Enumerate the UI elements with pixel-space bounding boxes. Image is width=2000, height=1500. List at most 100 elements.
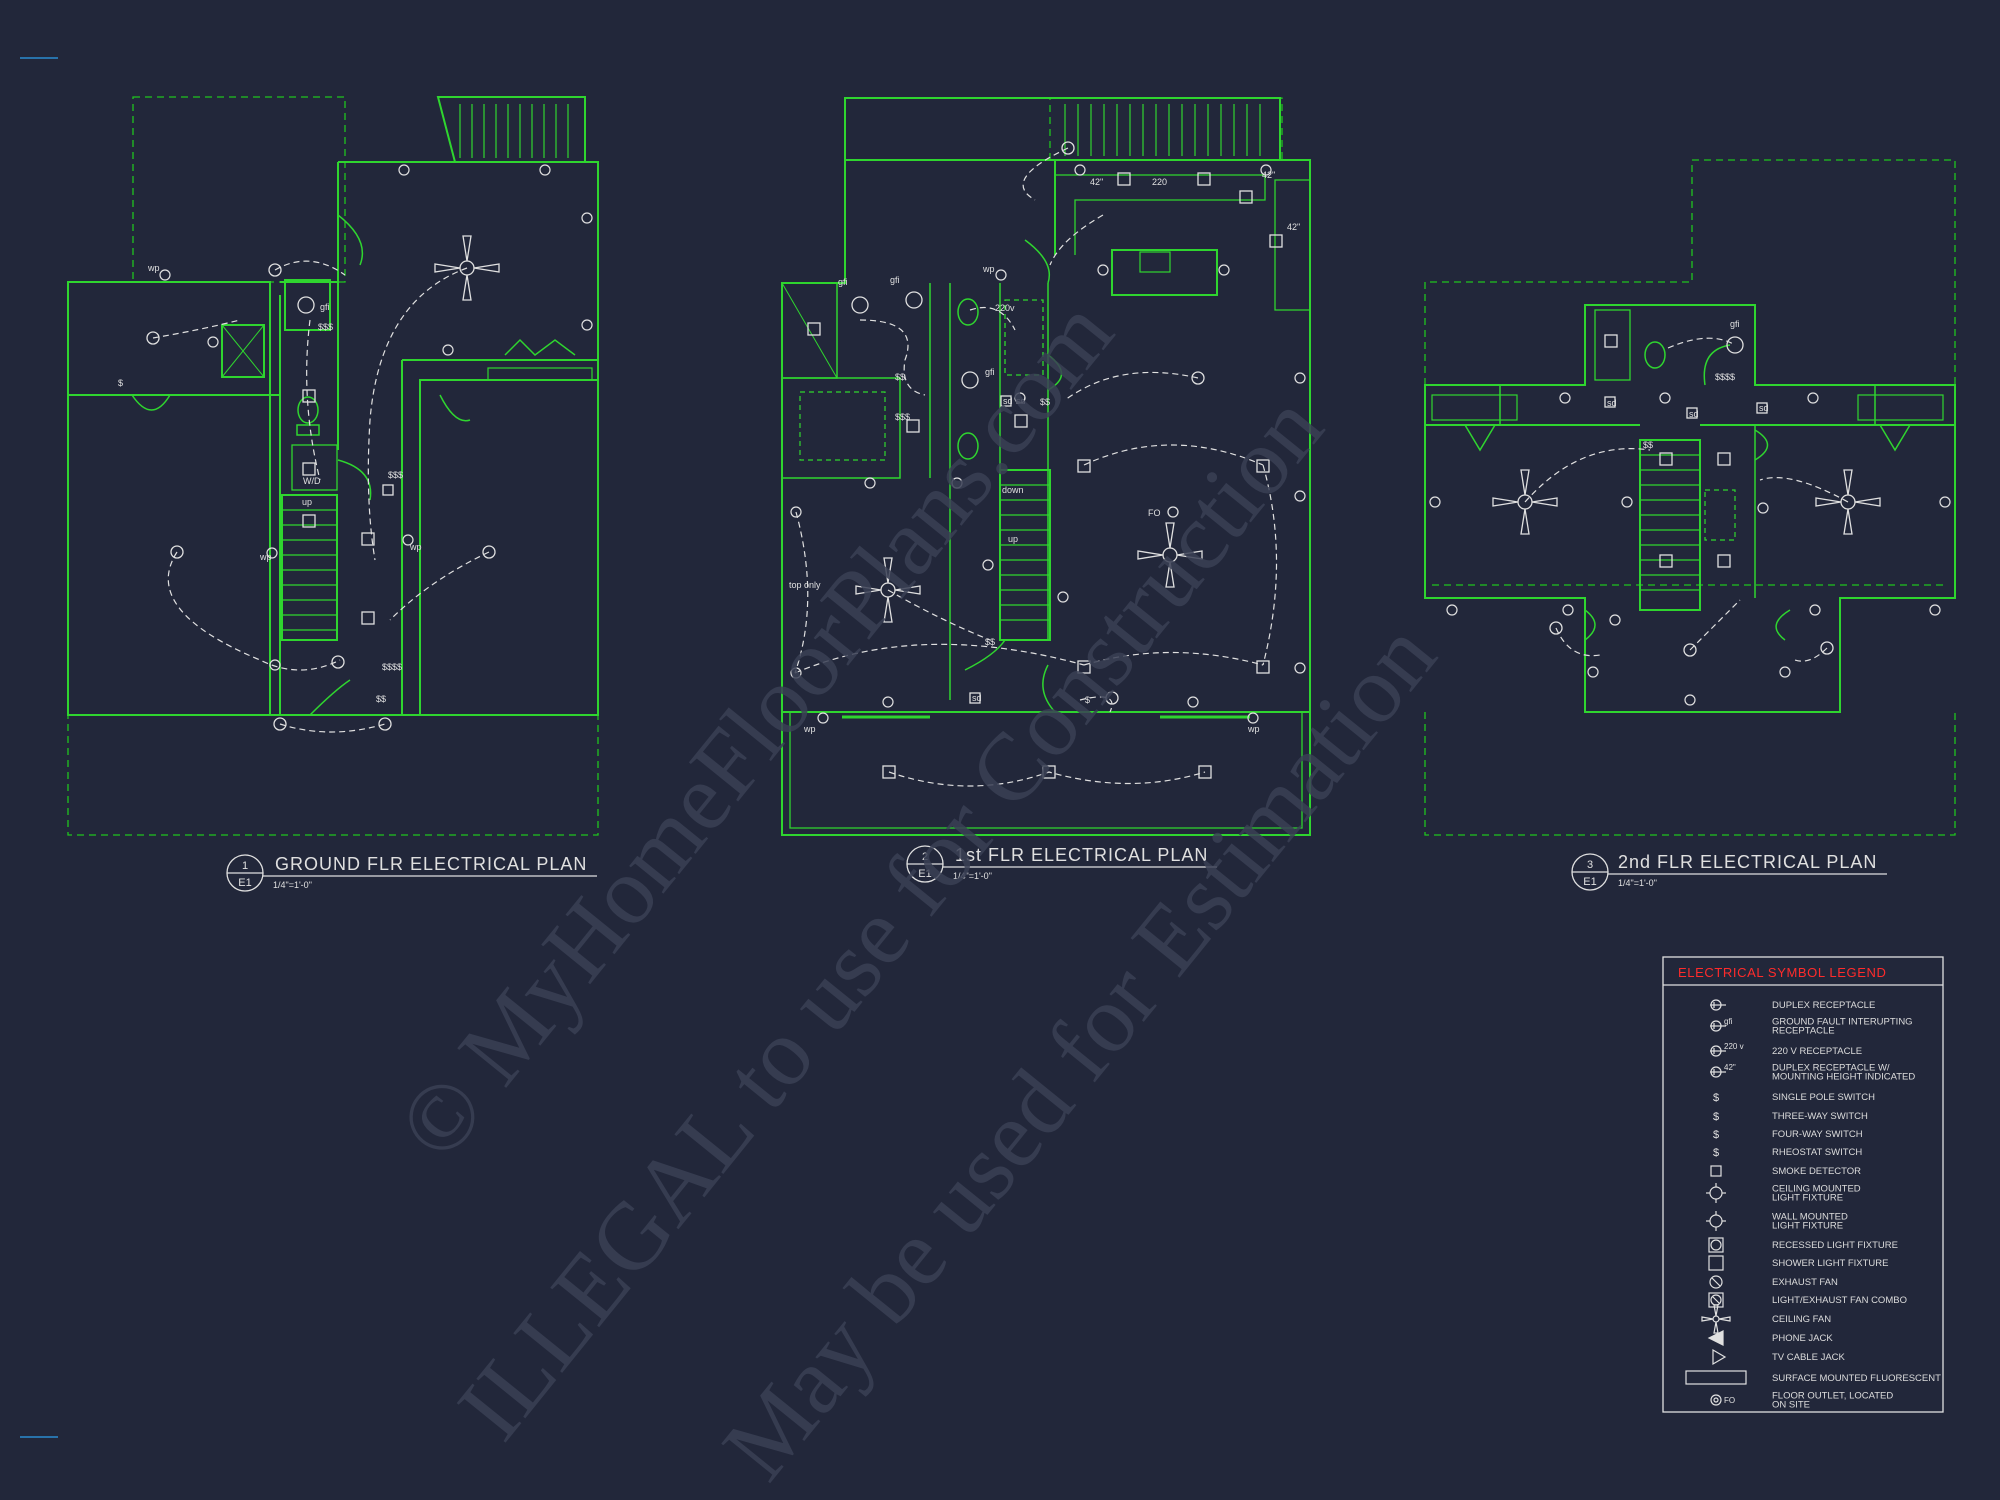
rheostat-switch-icon: $ (1713, 1147, 1719, 1159)
svg-text:$: $ (1713, 1129, 1719, 1141)
phone-jack-icon (1707, 1330, 1724, 1346)
tv-cable-jack-icon (1712, 1348, 1727, 1366)
annotation: wp (803, 724, 816, 734)
legend-label: PHONE JACK (1772, 1333, 1833, 1344)
annotation: gfi (985, 367, 995, 377)
annotation: $$ (985, 637, 995, 647)
four-way-switch-icon: $ (1713, 1129, 1719, 1141)
svg-text:$: $ (1713, 1147, 1719, 1159)
second-floor-plan (1424, 159, 1956, 836)
annotation: top only (789, 580, 821, 590)
legend-label: SINGLE POLE SWITCH (1772, 1092, 1875, 1103)
legend-label: RHEOSTAT SWITCH (1772, 1147, 1862, 1158)
smoke-detector-icon (382, 395, 1768, 704)
plan-title-first: 2 E1 1st FLR ELECTRICAL PLAN 1/4"=1'-0" (906, 845, 1217, 883)
legend-label: DUPLEX RECEPTACLE (1772, 1000, 1875, 1011)
plan-title: GROUND FLR ELECTRICAL PLAN (275, 854, 587, 874)
plan-sheet: E1 (1583, 876, 1596, 888)
annotation: $$ (895, 372, 905, 382)
annotation: W/D (303, 476, 321, 486)
legend-label: FOUR-WAY SWITCH (1772, 1129, 1863, 1140)
annotation: $ (118, 378, 123, 388)
annotation: 42" (1287, 222, 1300, 232)
ceiling-light-icon (1706, 1183, 1726, 1203)
annotation: 42" (1262, 170, 1275, 180)
annotation: 220 (1152, 177, 1167, 187)
legend-label: DUPLEX RECEPTACLE W/ (1772, 1063, 1890, 1074)
first-floor-plan (781, 97, 1311, 836)
smoke-detector-icon (1710, 1165, 1722, 1177)
annotation: wp (147, 263, 160, 273)
legend-label: SMOKE DETECTOR (1772, 1166, 1861, 1177)
annotation: gfi (838, 277, 848, 287)
annotation: up (302, 497, 312, 507)
annotation: $$$$ (1715, 372, 1735, 382)
duplex-receptacle-icon (1710, 999, 1726, 1011)
plan-title-ground: 1 E1 GROUND FLR ELECTRICAL PLAN 1/4"=1'-… (226, 854, 597, 892)
annotation: wp (982, 264, 995, 274)
legend-label: EXHAUST FAN (1772, 1277, 1838, 1288)
legend-label: LIGHT FIXTURE (1772, 1221, 1843, 1232)
plan-sheet: E1 (918, 868, 931, 880)
light-exhaust-combo-icon (297, 291, 1744, 389)
svg-text:$: $ (1713, 1092, 1719, 1104)
plan-scale: 1/4"=1'-0" (273, 880, 312, 890)
annotation: gfi (890, 275, 900, 285)
ceiling-fan-icon (855, 557, 921, 623)
legend-label: MOUNTING HEIGHT INDICATED (1772, 1072, 1915, 1083)
three-way-switch-icon: $ (1713, 1111, 1719, 1123)
legend-label: THREE-WAY SWITCH (1772, 1111, 1868, 1122)
wall-light-icon (1706, 1211, 1726, 1231)
legend-tag: gfi (1724, 1017, 1733, 1026)
annotation: $$$ (388, 470, 403, 480)
annotation: sd (1016, 396, 1026, 406)
ceiling-fan-icon (434, 235, 500, 301)
annotation: up (1008, 534, 1018, 544)
annotation: wp (1247, 724, 1260, 734)
annotation: $$ (1643, 440, 1653, 450)
ceiling-fan-icon (1815, 469, 1881, 535)
legend-label: 220 V RECEPTACLE (1772, 1046, 1862, 1057)
shower-light-icon (1708, 1255, 1724, 1271)
annotation: sd (1003, 396, 1013, 406)
annotation: gfi (320, 302, 330, 312)
plan-title-second: 3 E1 2nd FLR ELECTRICAL PLAN 1/4"=1'-0" (1571, 852, 1887, 891)
single-pole-switch-icon: $ (1713, 1092, 1719, 1104)
gfi-receptacle-icon (1710, 1020, 1726, 1032)
ceiling-fan-icon (1137, 522, 1203, 588)
legend-label: GROUND FAULT INTERUPTING (1772, 1017, 1913, 1028)
plan-annotations: wp wp wp W/D up $ $$$ $$$$ $$$ $$ gfi 22… (118, 170, 1769, 734)
annotation: $$$ (895, 412, 910, 422)
legend-tag: 42" (1724, 1063, 1736, 1072)
annotation: FO (1148, 508, 1161, 518)
220v-receptacle-icon (1710, 1045, 1726, 1057)
recessed-light-icon (302, 172, 1731, 779)
svg-text:$: $ (1713, 1111, 1719, 1123)
recessed-light-icon (1708, 1237, 1724, 1253)
legend-label: ON SITE (1772, 1400, 1810, 1411)
plan-scale: 1/4"=1'-0" (1618, 878, 1657, 888)
plan-number: 1 (242, 860, 248, 872)
legend-label: CEILING FAN (1772, 1314, 1831, 1325)
plan-number: 2 (922, 851, 928, 863)
legend-title: ELECTRICAL SYMBOL LEGEND (1678, 965, 1887, 980)
ceiling-fan-icon (1701, 1304, 1731, 1334)
legend-label: RECESSED LIGHT FIXTURE (1772, 1240, 1898, 1251)
legend-label: SURFACE MOUNTED FLUORESCENT (1772, 1373, 1941, 1384)
annotation: wp (259, 552, 272, 562)
annotation: sd (1759, 403, 1769, 413)
annotation: wp (409, 542, 422, 552)
height-receptacle-icon (1710, 1066, 1726, 1078)
legend-label: TV CABLE JACK (1772, 1352, 1846, 1363)
symbol-legend: ELECTRICAL SYMBOL LEGEND $ $ $ $ DUPLEX REC… (1662, 956, 1944, 1413)
legend-label: CEILING MOUNTED (1772, 1184, 1861, 1195)
annotation: 220v (995, 303, 1015, 313)
annotation: sd (1689, 409, 1699, 419)
electrical-symbols (146, 141, 1951, 787)
annotation: $$$ (318, 322, 333, 332)
annotation: sd (972, 693, 982, 703)
annotation: gfi (1730, 319, 1740, 329)
legend-label: RECEPTACLE (1772, 1026, 1835, 1037)
legend-label: LIGHT FIXTURE (1772, 1193, 1843, 1204)
